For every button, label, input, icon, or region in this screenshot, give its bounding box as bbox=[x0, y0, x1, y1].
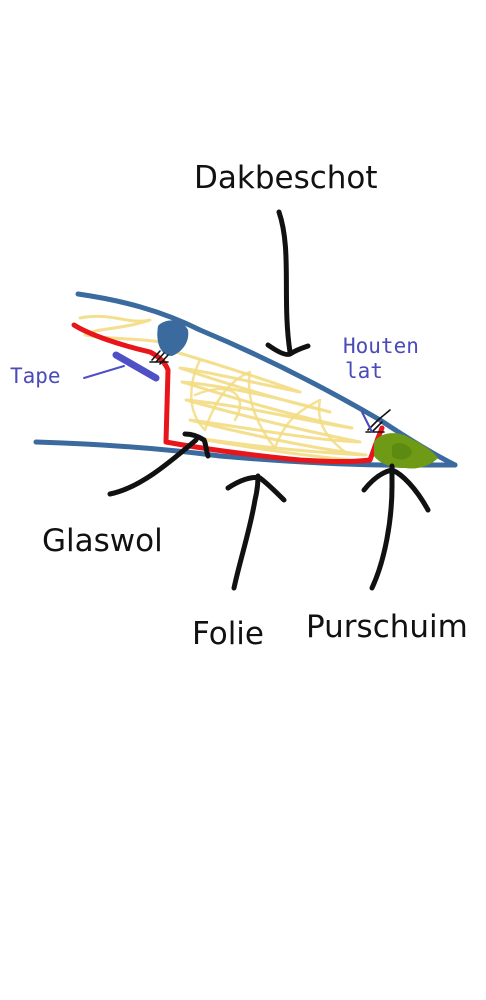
arrow-purschuim bbox=[361, 463, 431, 591]
roof-board-bottom bbox=[33, 439, 458, 468]
foil-line bbox=[71, 322, 385, 464]
label-tape: Tape bbox=[10, 364, 61, 388]
label-folie: Folie bbox=[192, 616, 264, 652]
label-houten: Houten bbox=[343, 334, 419, 358]
staple-marks-right bbox=[365, 409, 391, 433]
arrow-glaswol bbox=[107, 431, 211, 497]
arrow-dakbeschot bbox=[265, 209, 311, 357]
glass-wool-fill bbox=[78, 314, 368, 462]
label-lat: lat bbox=[345, 359, 383, 383]
staple-marks-left bbox=[149, 350, 169, 365]
houten-lat-pointer bbox=[361, 411, 373, 433]
arrow-folie bbox=[225, 473, 287, 591]
pur-foam-detail bbox=[392, 443, 412, 460]
label-glaswol: Glaswol bbox=[42, 523, 163, 559]
sealant-blob bbox=[157, 320, 189, 356]
tape-pointer bbox=[83, 365, 125, 379]
tape-piece bbox=[112, 351, 160, 382]
label-dakbeschot: Dakbeschot bbox=[194, 160, 378, 196]
label-purschuim: Purschuim bbox=[306, 609, 468, 645]
